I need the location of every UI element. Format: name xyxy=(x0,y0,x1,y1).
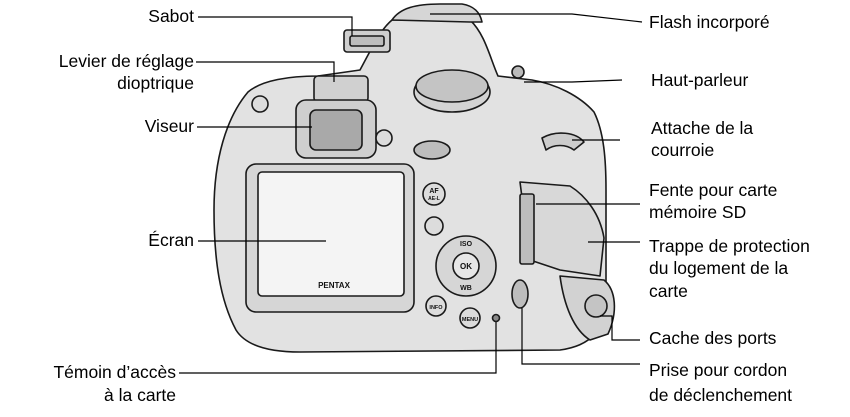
info-button xyxy=(425,295,447,317)
leader-levier xyxy=(196,61,335,82)
callout-ecran: Écran xyxy=(148,230,194,250)
menu-button xyxy=(459,307,481,329)
brand-text: PENTAX xyxy=(318,281,351,290)
callout-attache-line1: Attache de la xyxy=(651,118,754,138)
leader-prise xyxy=(521,308,640,365)
callout-flash: Flash incorporé xyxy=(649,12,770,32)
sd-slot xyxy=(519,193,535,265)
info-label: INFO xyxy=(429,305,443,311)
play-button xyxy=(424,216,444,236)
callout-fente-line2: mémoire SD xyxy=(649,202,747,222)
ok-button xyxy=(452,252,480,280)
remote-socket xyxy=(511,279,529,309)
callout-trappe-line3: carte xyxy=(649,281,688,301)
callout-attache-line2: courroie xyxy=(651,140,715,160)
diopter-lever xyxy=(313,75,369,103)
ok-label: OK xyxy=(460,262,472,271)
wb-label: WB xyxy=(460,285,472,292)
callout-viseur: Viseur xyxy=(144,116,194,136)
iso-label: ISO xyxy=(460,241,473,248)
lcd-screen xyxy=(257,171,405,297)
menu-label: MENU xyxy=(462,317,478,323)
callout-haut-parleur: Haut-parleur xyxy=(651,70,749,90)
leader-cache xyxy=(600,315,640,341)
speaker-holes xyxy=(511,65,525,79)
callout-cache: Cache des ports xyxy=(649,328,777,348)
callout-temoin-line2: à la carte xyxy=(104,385,176,405)
callout-temoin-line1: Témoin d’accès xyxy=(53,362,176,382)
access-lamp xyxy=(491,313,501,323)
strap-lug xyxy=(541,132,585,151)
leader-flash xyxy=(430,13,643,23)
leader-temoin xyxy=(179,322,497,374)
callout-fente-line1: Fente pour carte xyxy=(649,180,778,200)
af-ael-button xyxy=(422,182,446,206)
ael-label: AE-L xyxy=(428,196,440,202)
callout-trappe-line1: Trappe de protection xyxy=(649,236,810,256)
callout-prise-line1: Prise pour cordon xyxy=(649,360,788,380)
callout-levier-line2: dioptrique xyxy=(117,73,194,93)
callout-sabot: Sabot xyxy=(148,6,194,26)
callout-trappe-line2: du logement de la xyxy=(649,258,789,278)
green-button xyxy=(375,129,393,147)
card-door xyxy=(519,181,605,277)
delete-button xyxy=(251,95,269,113)
leader-sabot xyxy=(198,16,353,36)
callout-levier-line1: Levier de réglage xyxy=(58,51,194,71)
callout-prise-line2: de déclenchement xyxy=(649,385,793,405)
flash-hump xyxy=(391,3,483,23)
af-label: AF xyxy=(429,188,439,195)
leader-haut-parleur xyxy=(524,79,623,83)
e-dial xyxy=(413,140,451,160)
